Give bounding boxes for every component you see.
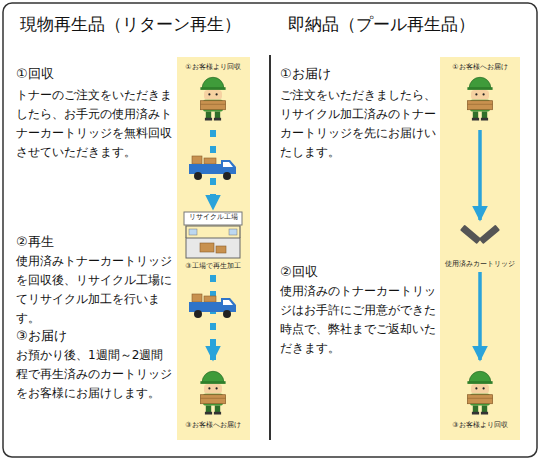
delivery-station: ①お客様へお届け bbox=[440, 62, 520, 128]
step-heading: ③お届け bbox=[16, 326, 166, 345]
worker-figure bbox=[467, 371, 492, 414]
worker-figure bbox=[467, 77, 492, 120]
step-body: ご注文をいただきましたら、リサイクル加工済みのトナーカートリッジを先にお届けいた… bbox=[280, 86, 437, 162]
step-heading: ②再生 bbox=[16, 232, 166, 251]
step-body: お預かり後、1週間～2週間程で再生済みのカートリッジをお客様にお届けします。 bbox=[16, 346, 174, 403]
pickup-station: ③お客様より回収 bbox=[440, 362, 520, 432]
illustration-strip bbox=[440, 57, 520, 440]
worker-figure bbox=[200, 77, 225, 120]
step-heading: ①お届け bbox=[280, 64, 430, 83]
step-heading: ①回収 bbox=[16, 64, 166, 83]
step-body: 使用済みのトナーカートリッジはお手許にご用意ができた時点で、弊社までご返却いただ… bbox=[280, 282, 437, 358]
column-title: 現物再生品（リターン再生） bbox=[20, 12, 265, 36]
figure-caption: ③お客様へお届け bbox=[180, 421, 246, 430]
factory-station: リサイクル工場 ③工場で再生加工 bbox=[180, 211, 246, 273]
column-title: 即納品（プール再生品） bbox=[288, 12, 528, 36]
figure-caption: ③お客様より回収 bbox=[440, 421, 520, 430]
step-heading: ②回収 bbox=[280, 262, 430, 281]
truck-icon bbox=[189, 156, 236, 180]
illustration-strip bbox=[177, 57, 250, 440]
flow-arrow bbox=[210, 275, 216, 360]
figure-caption: ③工場で再生加工 bbox=[180, 262, 246, 271]
step-body: トナーのご注文をいただきましたら、お手元の使用済みトナーカートリッジを無料回収さ… bbox=[16, 86, 174, 162]
figure-caption: 使用済みカートリッジ bbox=[440, 260, 520, 269]
sign-text: リサイクル工場 bbox=[180, 213, 246, 222]
pickup-station: ①お客様より回収 bbox=[180, 62, 246, 128]
worker-figure bbox=[200, 371, 225, 414]
truck-icon bbox=[189, 294, 236, 318]
cartridge-station: 使用済みカートリッジ bbox=[440, 222, 520, 270]
outer-border bbox=[3, 3, 537, 457]
figure-caption: ①お客様へお届け bbox=[440, 63, 520, 72]
figure-caption: ①お客様より回収 bbox=[180, 63, 246, 72]
column-divider bbox=[269, 55, 271, 440]
delivery-station: ③お客様へお届け bbox=[180, 362, 246, 432]
step-body: 使用済みトナーカートリッジを回収後、リサイクル工場にてリサイクル加工を行います。 bbox=[16, 252, 174, 328]
flow-arrow bbox=[478, 272, 482, 360]
used-cartridge-figure bbox=[460, 225, 500, 245]
flow-arrow bbox=[478, 130, 482, 220]
